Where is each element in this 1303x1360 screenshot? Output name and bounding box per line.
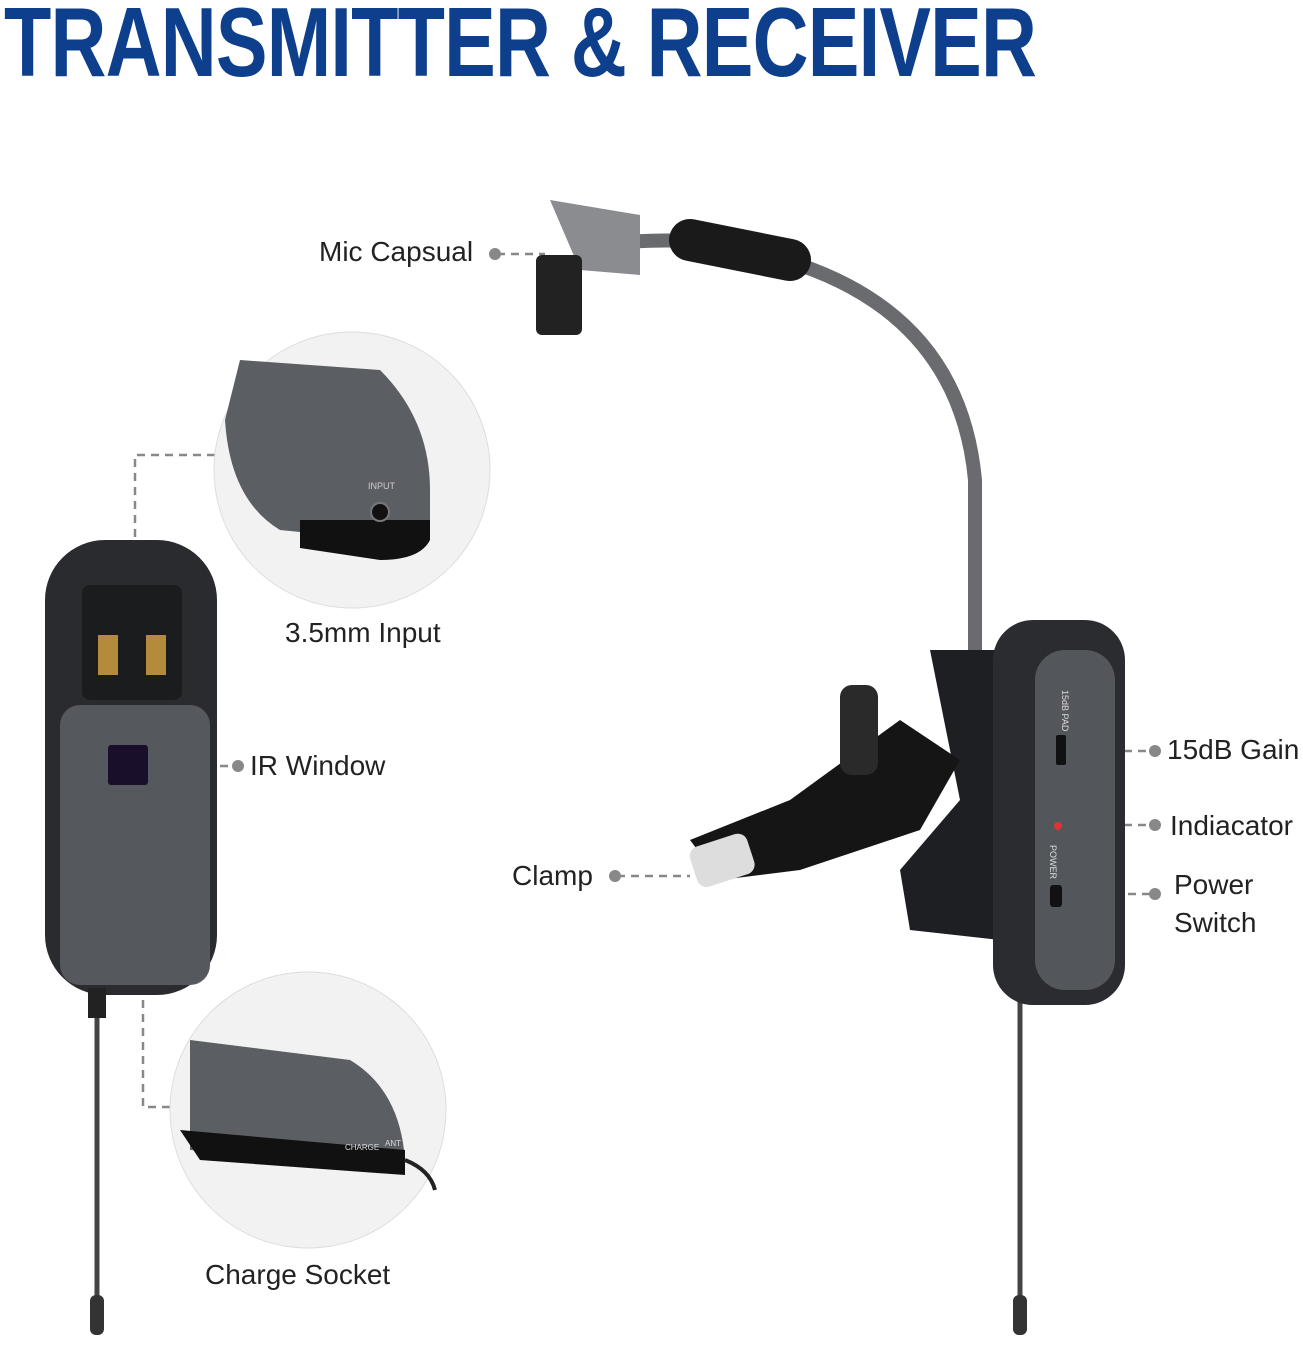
label-input: 3.5mm Input (285, 617, 441, 648)
power-marking: POWER (1048, 845, 1058, 880)
charge-marking: CHARGE (345, 1143, 379, 1152)
label-ir-window: IR Window (250, 750, 386, 781)
input-detail-circle: INPUT (213, 331, 491, 609)
label-clamp: Clamp (512, 860, 593, 891)
label-gain: 15dB Gain (1167, 734, 1300, 765)
label-charge-socket: Charge Socket (205, 1259, 391, 1290)
clip-microphone (536, 200, 1125, 1335)
charge-detail-circle: CHARGE ANT (169, 971, 447, 1249)
label-mic-capsule: Mic Capsual (319, 236, 474, 267)
label-indicator: Indiacator (1170, 810, 1293, 841)
input-port-marking: INPUT (368, 481, 396, 491)
label-power-line1: Power (1174, 869, 1254, 900)
ant-marking: ANT (385, 1139, 401, 1148)
label-power-line2: Switch (1174, 907, 1257, 938)
pad-marking: 15dB PAD (1060, 690, 1070, 732)
bodypack-transmitter (45, 540, 217, 1335)
page-title: TRANSMITTER & RECEIVER (4, 0, 1037, 97)
